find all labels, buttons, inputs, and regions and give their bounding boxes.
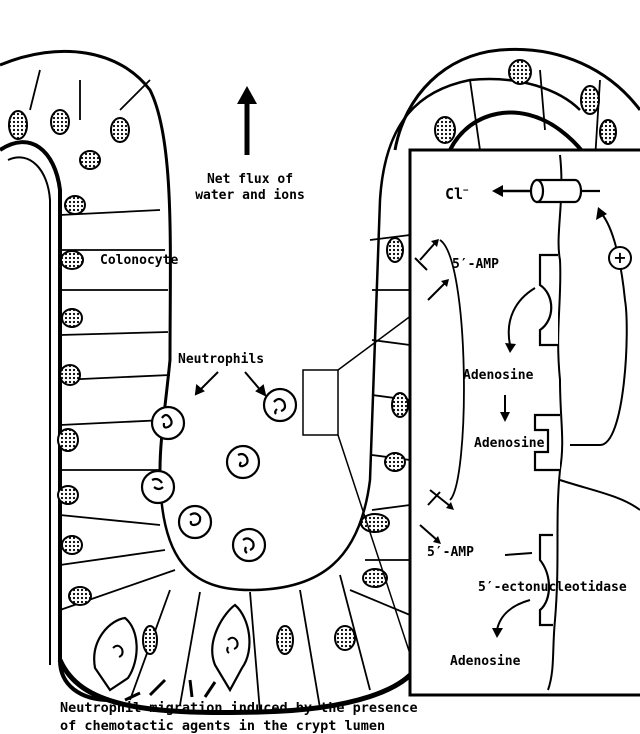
zoom-indicator: [303, 315, 412, 660]
chloride-charge: −: [463, 186, 468, 196]
caption-line-2: of chemotactic agents in the crypt lumen: [60, 717, 418, 734]
adenosine-label-1: Adenosine: [463, 368, 533, 384]
amp-label-top: 5′-AMP: [452, 257, 499, 273]
caption-line-1: Neutrophil migration induced by the pres…: [60, 699, 418, 717]
chloride-symbol: Cl: [445, 185, 463, 203]
inset-panel: [410, 150, 640, 695]
neutrophil-nuclei: [152, 399, 285, 553]
net-flux-label: Net flux of water and ions: [185, 172, 315, 204]
amp-label-bottom: 5′-AMP: [427, 545, 474, 561]
crypt-inner-wall-left-b: [8, 157, 50, 665]
colonocyte-label: Colonocyte: [100, 253, 178, 269]
adenosine-label-3: Adenosine: [450, 654, 520, 670]
stimulation-plus-sign: +: [608, 246, 632, 270]
net-flux-line-2: water and ions: [185, 188, 315, 204]
migration-arrows: [125, 680, 215, 700]
figure-caption: Neutrophil migration induced by the pres…: [60, 699, 418, 734]
net-flux-line-1: Net flux of: [185, 172, 315, 188]
net-flux-arrow: [237, 86, 257, 155]
neutrophil-label-arrows: [196, 372, 265, 395]
neutrophils-label: Neutrophils: [178, 352, 264, 368]
adenosine-label-2: Adenosine: [474, 436, 544, 452]
migrating-neutrophils: [94, 605, 249, 690]
chloride-label: Cl−: [445, 183, 468, 202]
crypt-inner-wall-left: [0, 142, 110, 700]
ectonucleotidase-label: 5′-ectonucleotidase: [478, 580, 627, 596]
